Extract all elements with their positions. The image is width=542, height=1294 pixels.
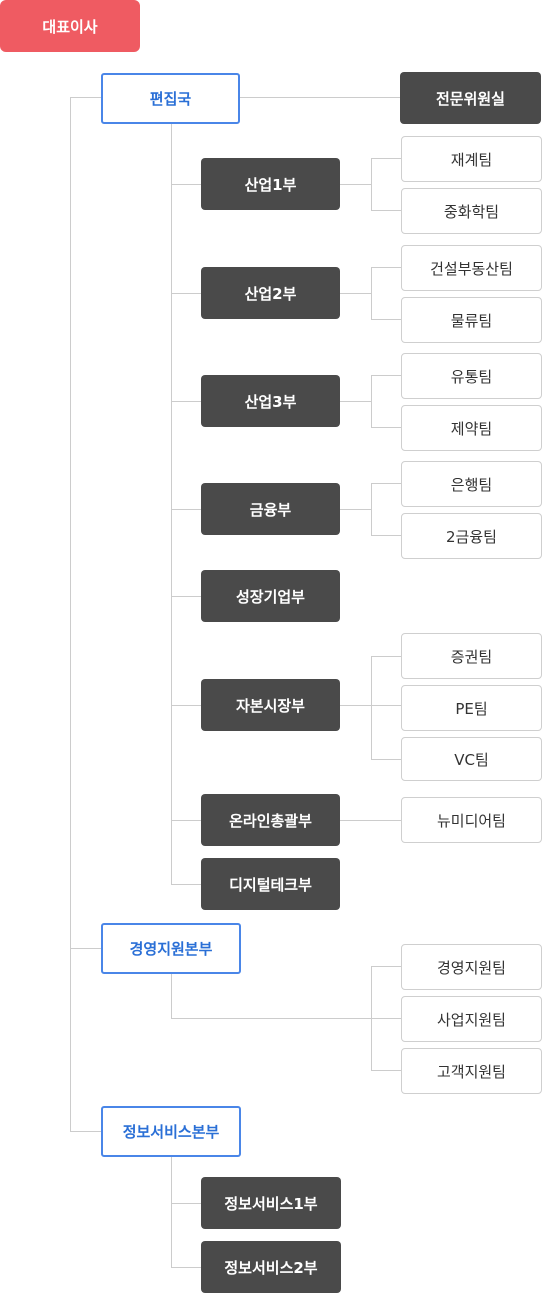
dept-industry3: 산업3부 — [201, 375, 340, 427]
team-bracket — [371, 656, 372, 759]
team-branch — [371, 759, 401, 760]
division-editorial: 편집국 — [101, 73, 240, 124]
team-customer-support: 고객지원팀 — [401, 1048, 542, 1094]
dept-to-teams — [340, 401, 371, 402]
editorial-to-committee — [240, 97, 400, 98]
trunk-to-editorial — [70, 97, 101, 98]
team-branch — [371, 158, 401, 159]
ceo-box: 대표이사 — [0, 0, 140, 52]
team-branch — [371, 535, 401, 536]
spine-branch — [171, 1267, 201, 1268]
spine-branch — [171, 184, 201, 185]
management-spine — [171, 974, 172, 1018]
management-to-teams — [171, 1018, 401, 1019]
spine-branch — [171, 1203, 201, 1204]
dept-info2: 정보서비스2부 — [201, 1241, 341, 1293]
team-pe: PE팀 — [401, 685, 542, 731]
team-branch — [371, 319, 401, 320]
team-bracket — [371, 375, 372, 427]
dept-to-teams — [340, 293, 371, 294]
team-securities: 증권팀 — [401, 633, 542, 679]
dept-growth: 성장기업부 — [201, 570, 340, 622]
spine-branch — [171, 884, 201, 885]
editorial-spine — [171, 123, 172, 884]
team-bank: 은행팀 — [401, 461, 542, 507]
team-bracket — [371, 267, 372, 319]
team-branch — [371, 267, 401, 268]
team-branch — [371, 483, 401, 484]
dept-to-teams — [340, 184, 371, 185]
dept-info1: 정보서비스1부 — [201, 1177, 341, 1229]
spine-branch — [171, 596, 201, 597]
team-vc: VC팀 — [401, 737, 542, 781]
dept-finance: 금융부 — [201, 483, 340, 535]
team-bracket — [371, 483, 372, 535]
team-branch — [371, 375, 401, 376]
team-branch — [371, 210, 401, 211]
team-branch — [371, 1070, 401, 1071]
dept-online: 온라인총괄부 — [201, 794, 340, 846]
division-management: 경영지원본부 — [101, 923, 241, 974]
spine-branch — [171, 401, 201, 402]
division-info: 정보서비스본부 — [101, 1106, 241, 1157]
trunk-to-management — [70, 948, 101, 949]
team-finance2: 2금융팀 — [401, 513, 542, 559]
team-branch — [371, 427, 401, 428]
team-distribution: 유통팀 — [401, 353, 542, 399]
spine-branch — [171, 293, 201, 294]
team-construction: 건설부동산팀 — [401, 245, 542, 291]
spine-branch — [171, 820, 201, 821]
info-spine — [171, 1157, 172, 1267]
dept-industry1: 산업1부 — [201, 158, 340, 210]
team-bracket — [371, 158, 372, 210]
team-biz-support: 사업지원팀 — [401, 996, 542, 1042]
dept-to-teams — [340, 509, 371, 510]
team-mgmt-support: 경영지원팀 — [401, 944, 542, 990]
trunk-line — [70, 97, 71, 1131]
team-branch — [371, 656, 401, 657]
team-finance-econ: 재계팀 — [401, 136, 542, 182]
team-logistics: 물류팀 — [401, 297, 542, 343]
dept-to-teams — [340, 705, 401, 706]
team-heavy-chem: 중화학팀 — [401, 188, 542, 234]
committee-box: 전문위원실 — [400, 72, 541, 124]
spine-branch — [171, 509, 201, 510]
dept-industry2: 산업2부 — [201, 267, 340, 319]
team-newmedia: 뉴미디어팀 — [401, 797, 542, 843]
team-pharma: 제약팀 — [401, 405, 542, 451]
dept-capital: 자본시장부 — [201, 679, 340, 731]
dept-to-teams — [340, 820, 401, 821]
spine-branch — [171, 705, 201, 706]
trunk-to-info — [70, 1131, 101, 1132]
dept-digital: 디지털테크부 — [201, 858, 340, 910]
team-bracket — [371, 966, 372, 1070]
team-branch — [371, 966, 401, 967]
